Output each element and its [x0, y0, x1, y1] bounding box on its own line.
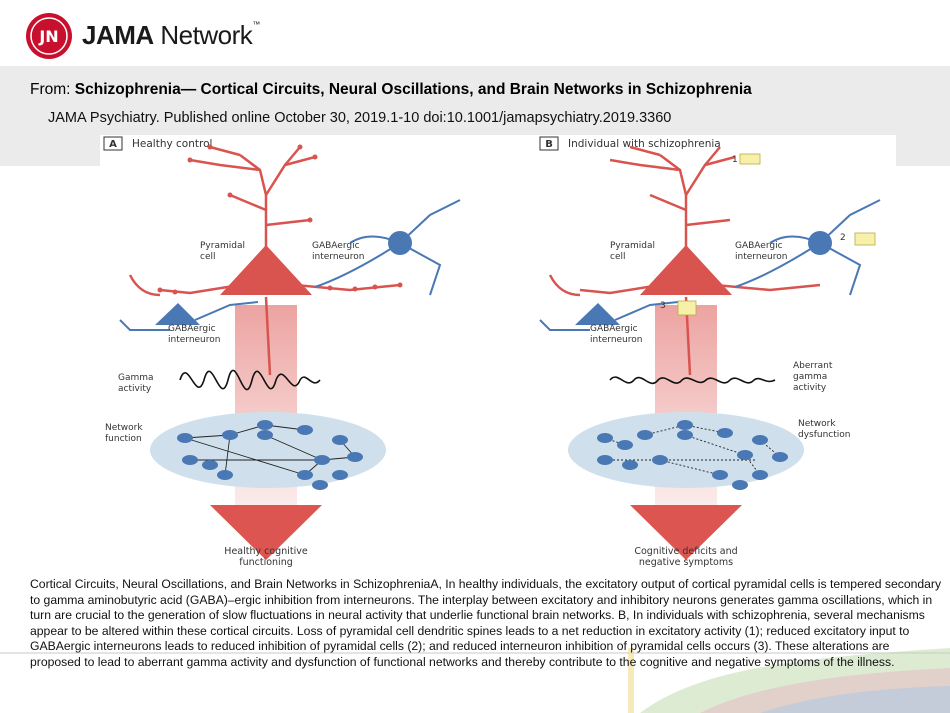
panel-a-dendrites: [128, 145, 401, 376]
panel-a-title: Healthy control: [132, 138, 212, 150]
panel-b-gamma-wave: [609, 376, 776, 385]
panel-a-neurons: Pyramidal cell GABAergic interneuron GAB…: [119, 144, 461, 560]
logo-tm: ™: [252, 20, 260, 29]
marker-2-box: [854, 232, 876, 246]
panel-a-gamma-label-2: activity: [118, 384, 152, 394]
panel-a-network-nodes: [177, 420, 363, 490]
panel-a-pyramidal-label-1: Pyramidal: [200, 241, 245, 251]
header: JN JAMA Network™: [0, 0, 950, 66]
panel-b-aberrant-label-3: activity: [793, 383, 827, 393]
decorative-footer-art: [0, 648, 950, 713]
jama-network-logo[interactable]: JAMA Network™: [82, 20, 260, 51]
jama-logo-mark[interactable]: JN: [26, 13, 72, 59]
panel-b-title: Individual with schizophrenia: [568, 138, 721, 150]
panel-b-header: B Individual with schizophrenia: [539, 136, 721, 151]
article-title[interactable]: Schizophrenia— Cortical Circuits, Neural…: [74, 81, 752, 98]
panel-b-network-label-2: dysfunction: [798, 430, 851, 440]
panel-a-outcome-label-1: Healthy cognitive: [224, 546, 308, 557]
panel-a-gamma-label-1: Gamma: [118, 373, 154, 383]
panel-b-gaba-label-2: interneuron: [735, 252, 787, 262]
panel-b-interneuron-right: [808, 231, 832, 255]
panel-a-pyramidal-label-2: cell: [200, 252, 216, 262]
from-label: From:: [30, 81, 71, 98]
marker-2: 2: [840, 233, 846, 243]
panel-a-gamma-wave: [179, 369, 321, 391]
panel-a-outcome-label-2: functioning: [239, 557, 293, 568]
logo-mark-text: JN: [38, 27, 58, 46]
panel-a-gaba-label-1: GABAergic: [312, 241, 360, 251]
panel-b-neurons: 1 2 3 Pyramidal cell GABAergic interneur…: [539, 145, 881, 560]
marker-1-box: [739, 153, 761, 165]
panel-a-pyramidal-soma: [220, 245, 312, 295]
panel-a-letter: A: [109, 139, 117, 150]
panel-b-network-nodes: [597, 420, 788, 490]
panel-b-outcome-label-1: Cognitive deficits and: [634, 546, 737, 557]
figure-illustration: A Healthy control B Individual with schi…: [103, 136, 881, 568]
marker-3: 3: [660, 301, 666, 311]
panel-a-interneuron-left: [155, 303, 200, 325]
panel-a-header: A Healthy control: [103, 136, 212, 151]
panel-b-gaba2-label-2: interneuron: [590, 335, 642, 345]
logo-brand: JAMA: [82, 20, 154, 50]
panel-a-network-label-1: Network: [105, 423, 143, 433]
panel-b-pyramidal-soma: [640, 245, 732, 295]
figure: A Healthy control B Individual with schi…: [100, 135, 896, 575]
panel-b-aberrant-label-1: Aberrant: [793, 361, 833, 371]
panel-a-gaba2-label-1: GABAergic: [168, 324, 216, 334]
panel-b-aberrant-label-2: gamma: [793, 372, 827, 382]
panel-a-interneuron-right: [388, 231, 412, 255]
panel-b-network-label-1: Network: [798, 419, 836, 429]
citation: JAMA Psychiatry. Published online Octobe…: [48, 110, 672, 126]
panel-a-network-label-2: function: [105, 434, 142, 444]
marker-1: 1: [732, 155, 738, 165]
panel-b-pyramidal-label-2: cell: [610, 252, 626, 262]
panel-a-gaba2-label-2: interneuron: [168, 335, 220, 345]
panel-b-gaba2-label-1: GABAergic: [590, 324, 638, 334]
marker-3-box: [677, 300, 697, 316]
panel-b-letter: B: [545, 139, 553, 150]
panel-b-interneuron-left: [575, 303, 620, 325]
figure-caption: Cortical Circuits, Neural Oscillations, …: [30, 577, 942, 669]
panel-b-gaba-label-1: GABAergic: [735, 241, 783, 251]
logo-suffix: Network: [160, 20, 253, 50]
panel-b-pyramidal-label-1: Pyramidal: [610, 241, 655, 251]
from-line: From: Schizophrenia— Cortical Circuits, …: [30, 81, 752, 99]
panel-a-arrow: [210, 505, 322, 560]
panel-b-arrow: [630, 505, 742, 560]
panel-b-outcome-label-2: negative symptoms: [639, 557, 733, 568]
panel-a-gaba-label-2: interneuron: [312, 252, 364, 262]
